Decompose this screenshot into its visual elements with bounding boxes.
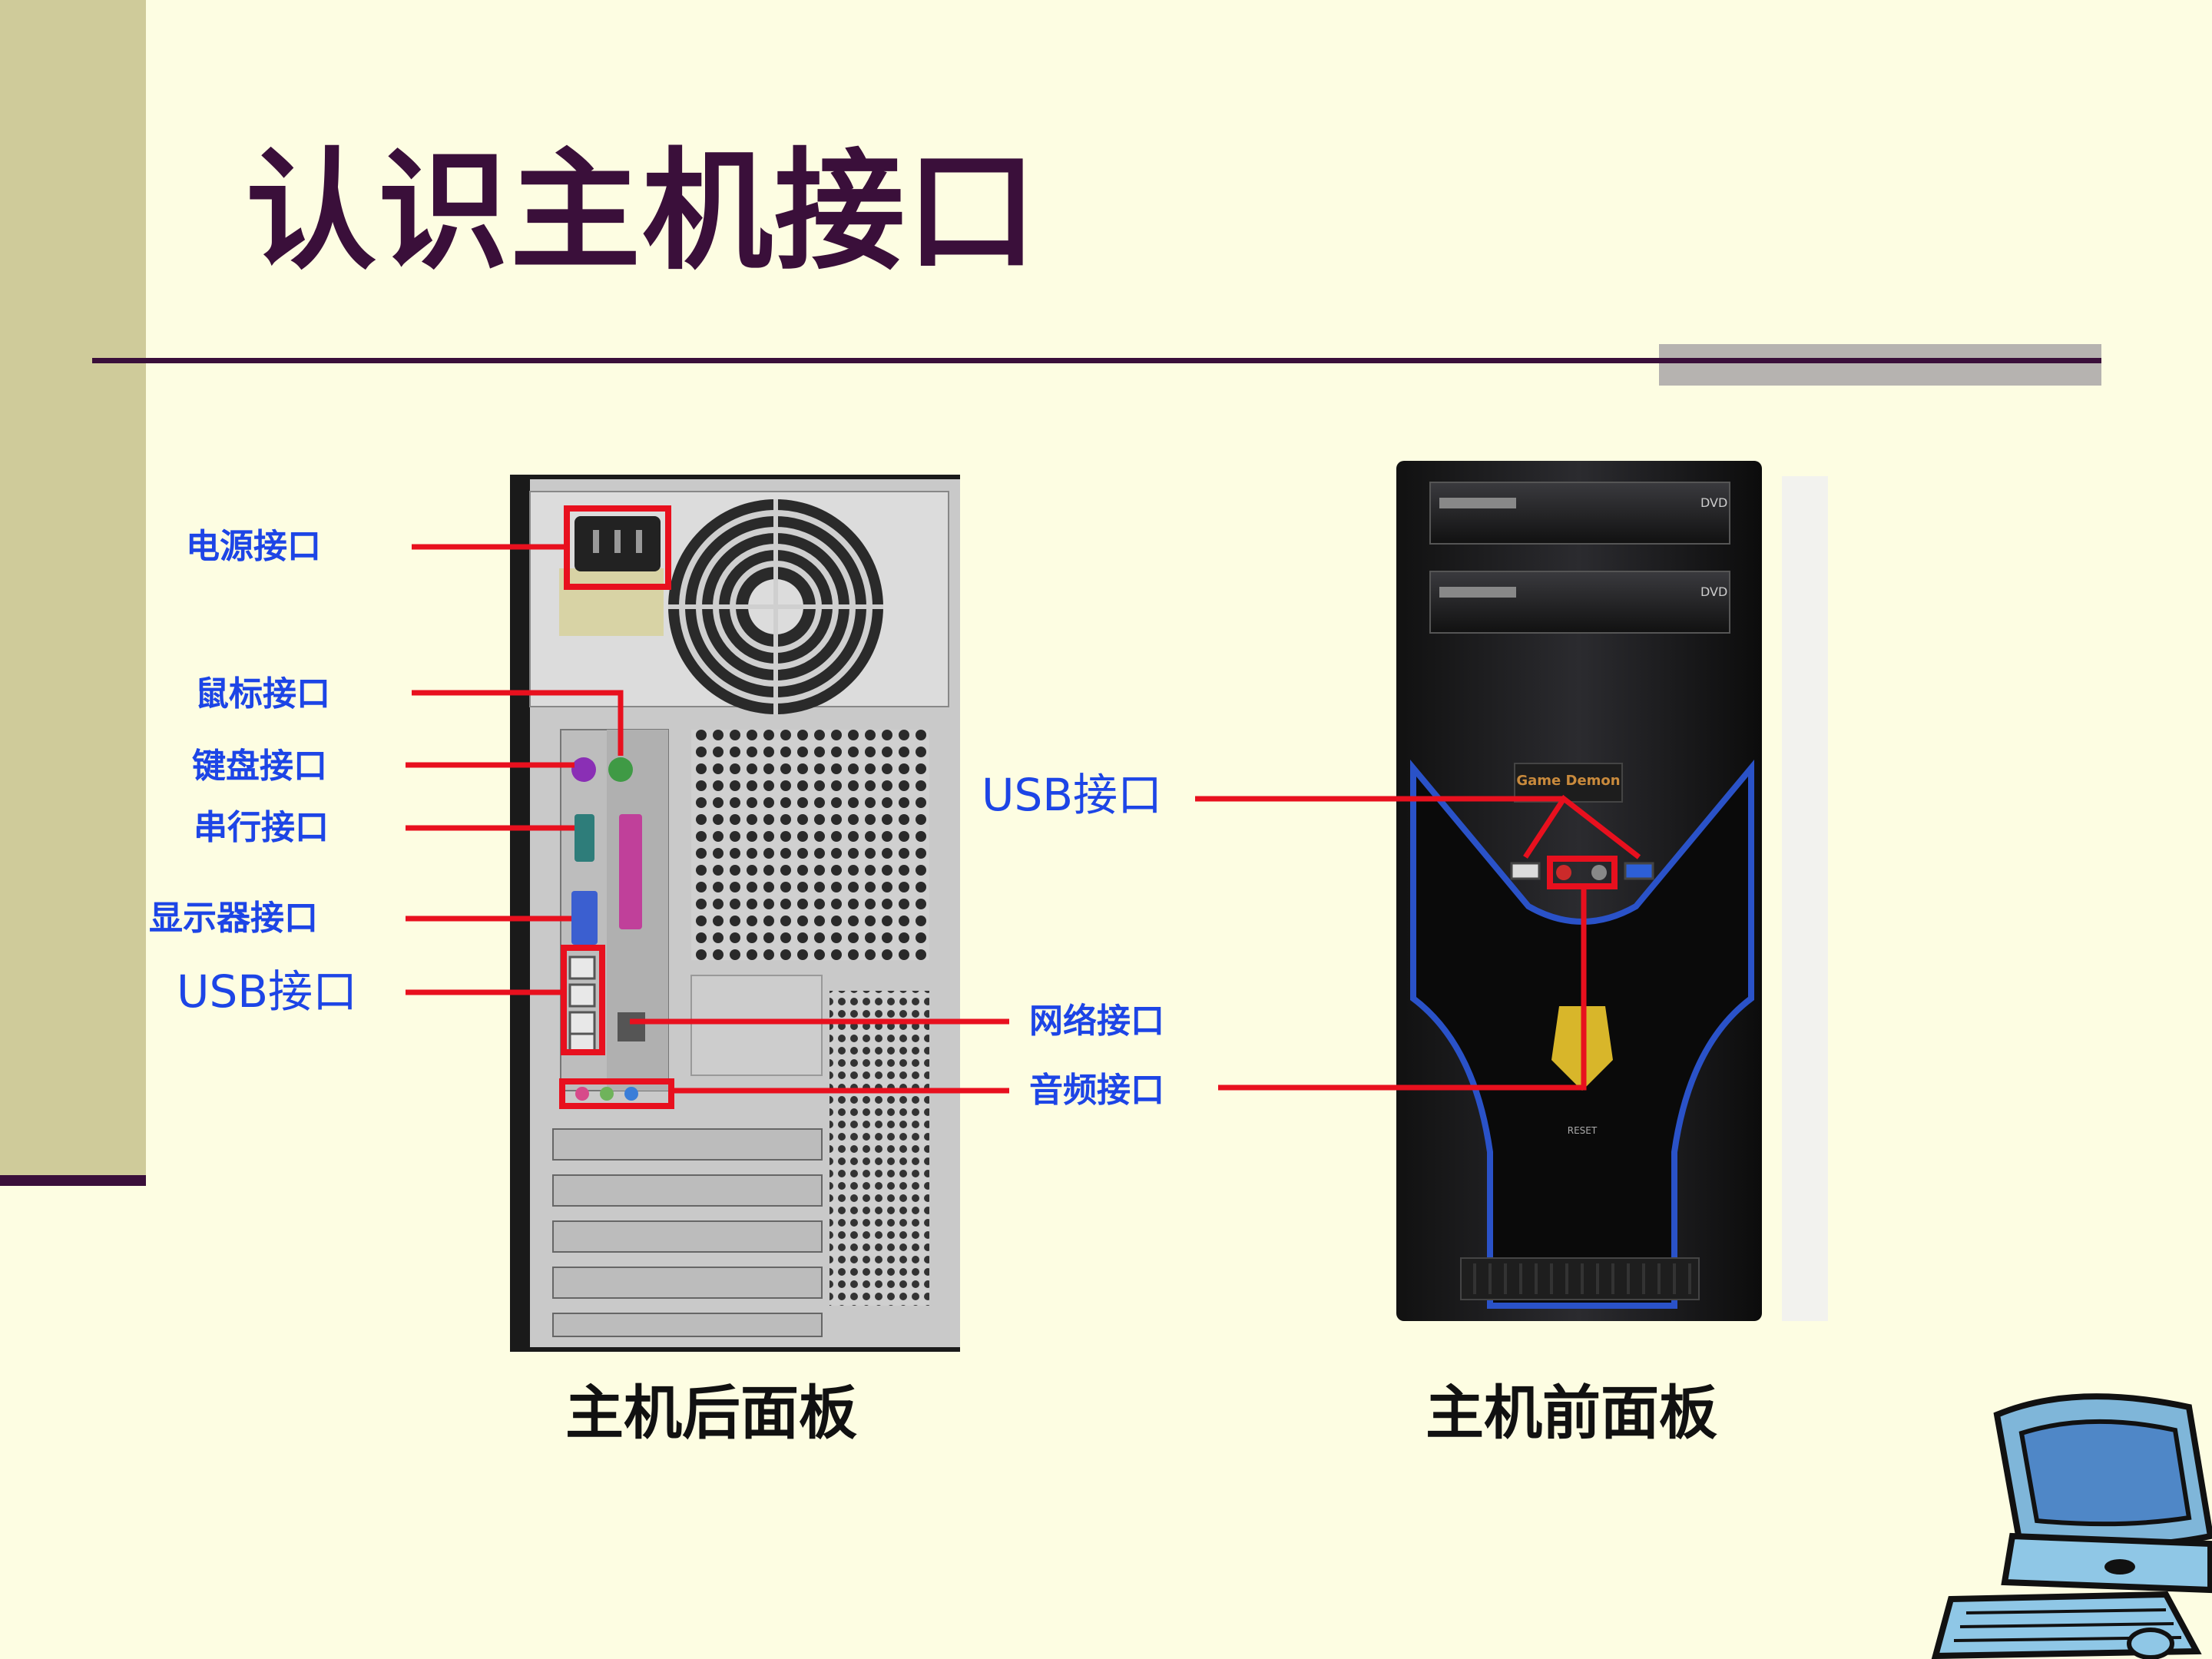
label-front-usb-port: USB接口: [982, 769, 1163, 821]
serial-port: [575, 814, 594, 862]
usb-port: [568, 983, 596, 1008]
vent-grid: [691, 730, 929, 960]
vga-port: [571, 891, 598, 945]
parallel-port: [619, 814, 642, 929]
usb-port: [568, 955, 596, 980]
mouse-port: [608, 757, 633, 782]
dvd-logo: DVD: [1700, 584, 1727, 599]
label-serial-port: 串行接口: [194, 808, 329, 847]
side-accent-bar: [0, 0, 146, 1175]
bottom-vent: [1460, 1257, 1700, 1300]
audio-jack: [624, 1087, 638, 1101]
audio-jack: [600, 1087, 614, 1101]
label-rear-usb-port: USB接口: [177, 965, 358, 1018]
label-mouse-port: 鼠标接口: [195, 674, 330, 714]
slide-title: 认识主机接口: [246, 134, 1039, 288]
rear-panel-image: [510, 475, 960, 1352]
title-divider-end: [1659, 358, 2101, 363]
power-sticker: [559, 568, 664, 636]
label-power-port: 电源接口: [186, 527, 321, 566]
label-display-port: 显示器接口: [149, 899, 318, 938]
title-divider: [92, 358, 2101, 363]
expansion-slots: [552, 1128, 823, 1337]
fan-icon: [668, 499, 883, 714]
brand-plate: [1514, 763, 1623, 803]
dvd-bay: [1429, 482, 1730, 545]
callout-lines: [406, 505, 1641, 1109]
rear-panel-caption: 主机后面板: [565, 1379, 857, 1447]
side-accent-underline: [0, 1175, 146, 1186]
front-audio-jack: [1556, 865, 1571, 880]
label-keyboard-port: 键盘接口: [192, 747, 327, 786]
reset-label: RESET: [1568, 1125, 1598, 1136]
computer-clipart-icon: [1931, 1393, 2212, 1659]
front-usb-port: [1510, 862, 1541, 880]
front-usb-port: [1624, 862, 1654, 880]
front-panel-image: DVD DVD Game Demon RESET: [1396, 461, 1828, 1321]
front-audio-jack: [1591, 865, 1607, 880]
keyboard-port: [571, 757, 596, 782]
usb-port: [568, 1011, 596, 1035]
brand-logo: Game Demon: [1516, 773, 1620, 789]
front-panel-caption: 主机前面板: [1426, 1379, 1717, 1447]
dvd-logo: DVD: [1700, 495, 1727, 510]
audio-jack: [575, 1087, 589, 1101]
title-divider-shade: [1659, 344, 2101, 386]
vent-grid: [830, 991, 929, 1306]
label-network-port: 网络接口: [1029, 1002, 1164, 1041]
label-audio-port: 音频接口: [1029, 1071, 1164, 1110]
dvd-bay: [1429, 571, 1730, 634]
network-port: [618, 1012, 645, 1041]
